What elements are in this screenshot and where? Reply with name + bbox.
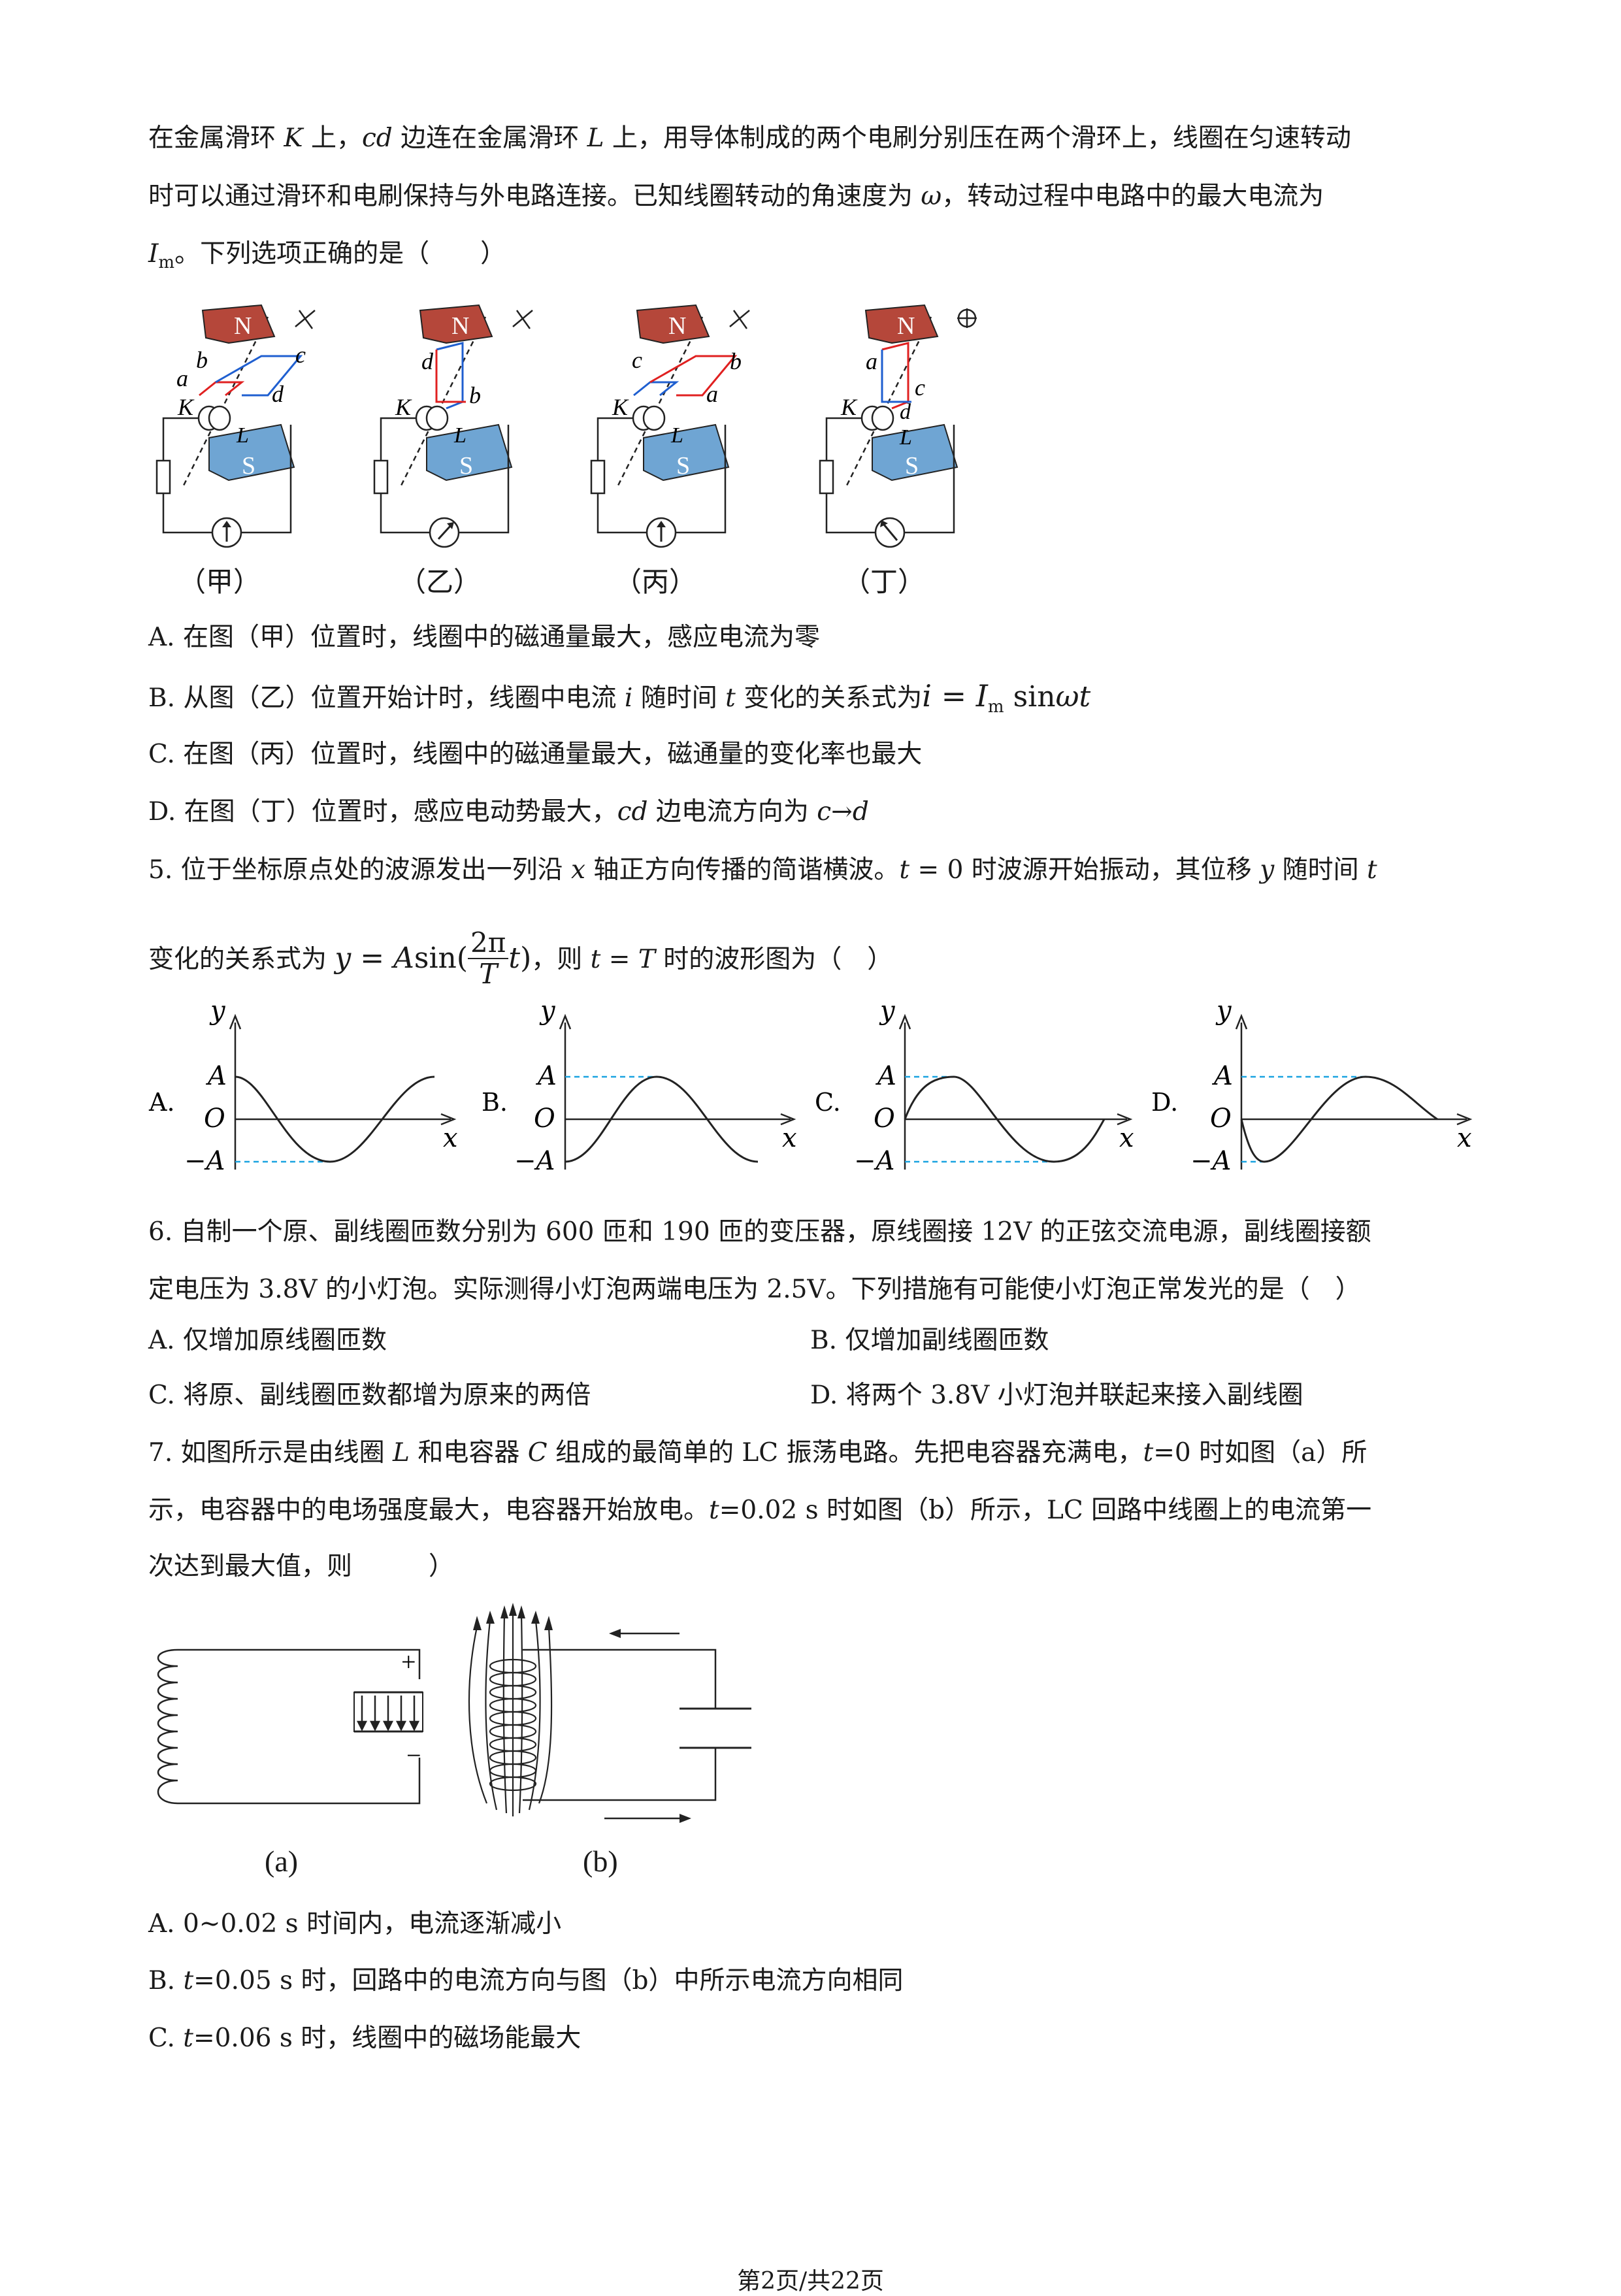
svg-text:A: A: [1211, 1061, 1233, 1091]
svg-text:C.: C.: [815, 1088, 841, 1117]
svg-text:b: b: [730, 348, 742, 374]
svg-text:x: x: [443, 1123, 458, 1153]
svg-text:b: b: [196, 347, 208, 373]
q4-option-b: B. 从图（乙）位置开始计时，线圈中电流 i 随时间 t 变化的关系式为i = …: [148, 678, 1091, 717]
current-arrow-bottom: [604, 1814, 691, 1823]
svg-text:O: O: [534, 1104, 555, 1134]
svg-text:K: K: [395, 394, 412, 420]
svg-text:S: S: [459, 452, 473, 480]
wave-graph-d: D. y x O A −A: [1151, 996, 1473, 1176]
svg-text:−A: −A: [184, 1146, 225, 1176]
svg-text:K: K: [177, 394, 195, 420]
q4-option-d: D. 在图（丁）位置时，感应电动势最大，cd 边电流方向为 c→d: [148, 797, 869, 827]
q4-option-a: A. 在图（甲）位置时，线圈中的磁通量最大，感应电流为零: [148, 623, 820, 652]
svg-text:c: c: [632, 347, 642, 373]
q6-option-d: D. 将两个 3.8V 小灯泡并联起来接入副线圈: [810, 1381, 1303, 1410]
svg-text:−A: −A: [1190, 1146, 1231, 1176]
svg-text:L: L: [236, 423, 249, 448]
wave-graph-b: B. y x O A −A: [482, 996, 797, 1176]
svg-text:b: b: [469, 382, 481, 408]
svg-text:N: N: [451, 312, 469, 340]
svg-text:S: S: [242, 452, 255, 480]
svg-text:−: −: [406, 1741, 421, 1770]
generator-figure-jia: N b c a d K S L: [156, 304, 316, 548]
svg-text:y: y: [539, 996, 556, 1026]
lc-circuit-b: [468, 1603, 751, 1823]
q4-option-c: C. 在图（丙）位置时，线圈中的磁通量最大，磁通量的变化率也最大: [148, 740, 923, 769]
svg-text:L: L: [899, 425, 912, 450]
lc-circuit-a: + −: [157, 1647, 423, 1805]
svg-text:A.: A.: [148, 1088, 175, 1117]
generator-figure-ding: N a c d K S L: [819, 304, 977, 548]
svg-text:S: S: [905, 452, 919, 480]
svg-text:x: x: [1457, 1123, 1472, 1153]
q4-line-1: 在金属滑环 K 上，cd 边连在金属滑环 L 上，用导体制成的两个电刷分别压在两…: [148, 123, 1351, 153]
caption-b: (b): [583, 1845, 618, 1878]
q7-option-a: A. 0~0.02 s 时间内，电流逐渐减小: [148, 1909, 562, 1939]
svg-text:d: d: [421, 348, 434, 374]
svg-text:d: d: [272, 381, 284, 407]
svg-text:L: L: [670, 423, 683, 448]
svg-text:B.: B.: [482, 1088, 508, 1117]
q4-line-2: 时可以通过滑环和电刷保持与外电路连接。已知线圈转动的角速度为 ω，转动过程中电路…: [148, 182, 1324, 211]
svg-text:K: K: [840, 394, 858, 420]
svg-text:a: a: [706, 381, 718, 407]
q7-option-b: B. t=0.05 s 时，回路中的电流方向与图（b）中所示电流方向相同: [148, 1966, 904, 1995]
caption-jia: （甲）: [178, 566, 261, 598]
q7-option-c: C. t=0.06 s 时，线圈中的磁场能最大: [148, 2024, 581, 2053]
svg-text:D.: D.: [1151, 1088, 1178, 1117]
svg-text:A: A: [205, 1061, 227, 1091]
svg-text:c: c: [915, 374, 925, 401]
q7-line-1: 7. 如图所示是由线圈 L 和电容器 C 组成的最简单的 LC 振荡电路。先把电…: [148, 1438, 1367, 1468]
q5-line-1: 5. 位于坐标原点处的波源发出一列沿 x 轴正方向传播的简谐横波。t = 0 时…: [148, 855, 1377, 885]
q4-line-3: Im。下列选项正确的是（ ）: [148, 239, 506, 272]
caption-a: (a): [265, 1845, 299, 1878]
svg-text:+: +: [401, 1647, 416, 1677]
svg-text:L: L: [453, 423, 467, 448]
svg-text:O: O: [204, 1104, 225, 1134]
svg-text:O: O: [1210, 1104, 1232, 1134]
svg-text:N: N: [234, 312, 252, 340]
inductor-coil: [157, 1648, 178, 1805]
inductor-coil-with-field: [468, 1611, 553, 1816]
svg-text:c: c: [295, 342, 306, 368]
svg-text:y: y: [1215, 996, 1232, 1026]
svg-text:−A: −A: [514, 1146, 555, 1176]
current-arrow-top: [609, 1629, 680, 1638]
wave-graph-c: C. y x O A −A: [815, 996, 1134, 1176]
q6-line-1: 6. 自制一个原、副线圈匝数分别为 600 匝和 190 匝的变压器，原线圈接 …: [148, 1217, 1371, 1247]
svg-text:A: A: [535, 1061, 557, 1091]
svg-text:O: O: [874, 1104, 895, 1134]
svg-text:y: y: [879, 996, 896, 1026]
svg-text:a: a: [176, 365, 188, 391]
q6-option-a: A. 仅增加原线圈匝数: [148, 1326, 387, 1355]
svg-text:N: N: [897, 312, 915, 340]
svg-text:−A: −A: [854, 1146, 894, 1176]
caption-ding: （丁）: [843, 566, 926, 598]
generator-figure-yi: N d b K S L: [373, 304, 533, 548]
generator-figure-bing: N c b a K S L: [590, 304, 750, 548]
q7-line-2: 示，电容器中的电场强度最大，电容器开始放电。t=0.02 s 时如图（b）所示，…: [148, 1496, 1372, 1525]
svg-text:x: x: [782, 1123, 797, 1153]
q6-line-2: 定电压为 3.8V 的小灯泡。实际测得小灯泡两端电压为 2.5V。下列措施有可能…: [148, 1275, 1361, 1304]
wave-graph-a: A. y x O A −A: [148, 996, 458, 1176]
svg-text:y: y: [209, 996, 226, 1026]
q7-line-3: 次达到最大值，则 ）: [148, 1552, 455, 1581]
caption-bing: （丙）: [614, 566, 697, 598]
svg-text:N: N: [668, 312, 686, 340]
svg-text:S: S: [676, 452, 690, 480]
q6-option-c: C. 将原、副线圈匝数都增为原来的两倍: [148, 1381, 591, 1410]
caption-yi: （乙）: [399, 566, 482, 598]
svg-text:x: x: [1119, 1123, 1134, 1153]
q6-option-b: B. 仅增加副线圈匝数: [810, 1326, 1049, 1355]
svg-text:d: d: [900, 400, 911, 424]
page-footer: 第2页/共22页: [737, 2268, 884, 2295]
svg-text:K: K: [612, 394, 629, 420]
svg-text:a: a: [866, 348, 877, 374]
svg-text:A: A: [875, 1061, 896, 1091]
